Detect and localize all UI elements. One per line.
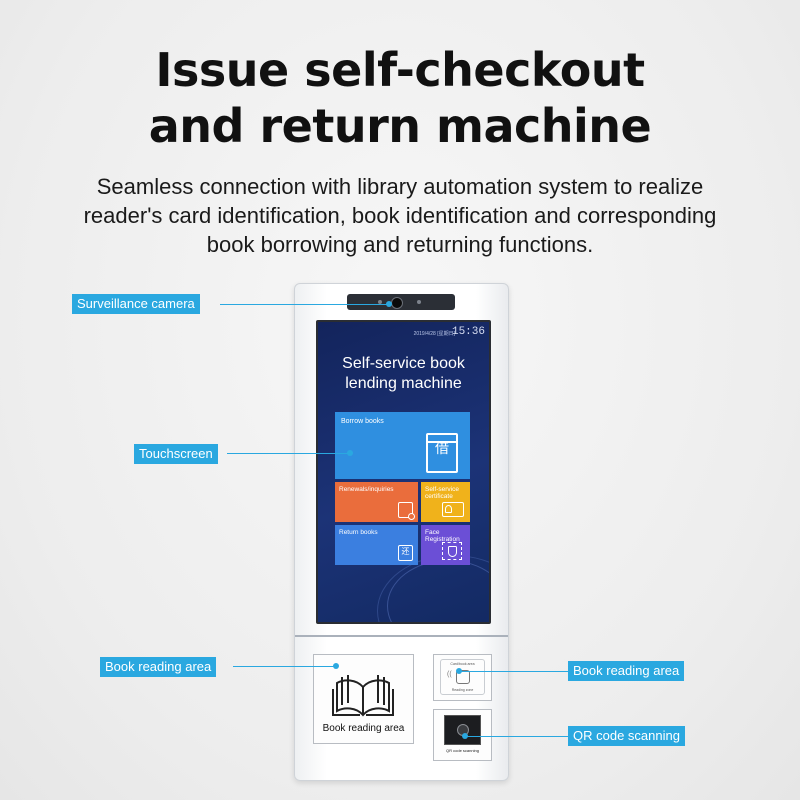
callout-touchscreen: Touchscreen <box>134 444 218 464</box>
screen-date: 2019/4/28 [星期日] <box>413 331 455 337</box>
camera-lens-icon <box>391 297 403 309</box>
magnifier-icon <box>408 513 415 520</box>
return-books-label: Return books <box>339 529 378 536</box>
screen-clock: 15:36 <box>451 326 485 338</box>
book-icon: 借 <box>426 433 458 473</box>
book-reading-area-left[interactable]: Book reading area <box>313 654 414 744</box>
callout-line-qr <box>466 736 568 737</box>
search-book-icon <box>398 502 413 518</box>
camera-sensor-left <box>378 300 382 304</box>
open-book-icon <box>332 675 394 717</box>
touchscreen[interactable]: 2019/4/28 [星期日] 15:36 Self-service book … <box>316 320 491 624</box>
scanner-window <box>444 715 481 745</box>
page-subtitle: Seamless connection with library automat… <box>20 172 780 259</box>
face-label-line-2: Registration <box>425 536 460 543</box>
certificate-label: Self-service certificate <box>425 486 459 500</box>
book-reading-area-right[interactable]: Card/book area (( Reading zone <box>433 654 492 701</box>
page-title: Issue self-checkout and return machine <box>0 42 800 154</box>
title-line-1: Issue self-checkout <box>155 43 645 97</box>
panel-divider <box>295 635 508 637</box>
callout-line-reading-left <box>233 666 335 667</box>
borrow-books-tile[interactable]: Borrow books 借 <box>335 412 470 479</box>
callout-line-reading-right <box>460 671 568 672</box>
callout-line-camera <box>220 304 388 305</box>
camera-sensor-right <box>417 300 421 304</box>
callout-line-touchscreen <box>227 453 349 454</box>
kiosk-machine: 2019/4/28 [星期日] 15:36 Self-service book … <box>294 283 509 781</box>
renewals-inquiries-tile[interactable]: Renewals/inquiries <box>335 482 418 522</box>
camera-bar <box>347 294 455 310</box>
callout-dot-reading-right <box>456 668 462 674</box>
face-registration-tile[interactable]: Face Registration <box>421 525 470 565</box>
callout-book-reading-area-right: Book reading area <box>568 661 685 681</box>
screen-heading-line-2: lending machine <box>345 375 462 392</box>
certificate-label-line-2: certificate <box>425 493 453 500</box>
subtitle-line-1: Seamless connection with library automat… <box>96 174 704 199</box>
rfid-top-label: Card/book area <box>450 662 475 666</box>
return-book-icon: 还 <box>398 545 413 561</box>
certificate-label-line-1: Self-service <box>425 486 459 493</box>
signal-waves-icon: (( <box>447 671 452 678</box>
face-registration-label: Face Registration <box>425 529 460 543</box>
callout-dot-camera <box>386 301 392 307</box>
borrow-char: 借 <box>435 441 449 457</box>
id-card-icon <box>442 502 464 517</box>
return-books-tile[interactable]: Return books 还 <box>335 525 418 565</box>
return-char: 还 <box>401 547 410 556</box>
screen-heading: Self-service book lending machine <box>318 354 489 394</box>
callout-qr-code-scanning: QR code scanning <box>568 726 685 746</box>
book-reading-area-label: Book reading area <box>322 723 405 734</box>
rfid-bottom-label: Reading zone <box>451 688 474 692</box>
face-scan-icon <box>442 542 462 560</box>
borrow-books-label: Borrow books <box>341 418 384 425</box>
callout-book-reading-area-left: Book reading area <box>100 657 217 677</box>
subtitle-line-2: reader's card identification, book ident… <box>83 203 717 228</box>
qr-scanner-label: QR code scanning <box>446 748 479 753</box>
self-service-certificate-tile[interactable]: Self-service certificate <box>421 482 470 522</box>
callout-surveillance-camera: Surveillance camera <box>72 294 200 314</box>
screen-heading-line-1: Self-service book <box>342 355 465 372</box>
callout-dot-reading-left <box>333 663 339 669</box>
title-line-2: and return machine <box>148 99 652 153</box>
renewals-label: Renewals/inquiries <box>339 486 394 493</box>
rfid-pad: Card/book area (( Reading zone <box>440 659 485 695</box>
callout-dot-touchscreen <box>347 450 353 456</box>
card-tap-icon <box>456 670 470 684</box>
callout-dot-qr <box>462 733 468 739</box>
subtitle-line-3: book borrowing and returning functions. <box>206 232 594 257</box>
face-label-line-1: Face <box>425 529 440 536</box>
